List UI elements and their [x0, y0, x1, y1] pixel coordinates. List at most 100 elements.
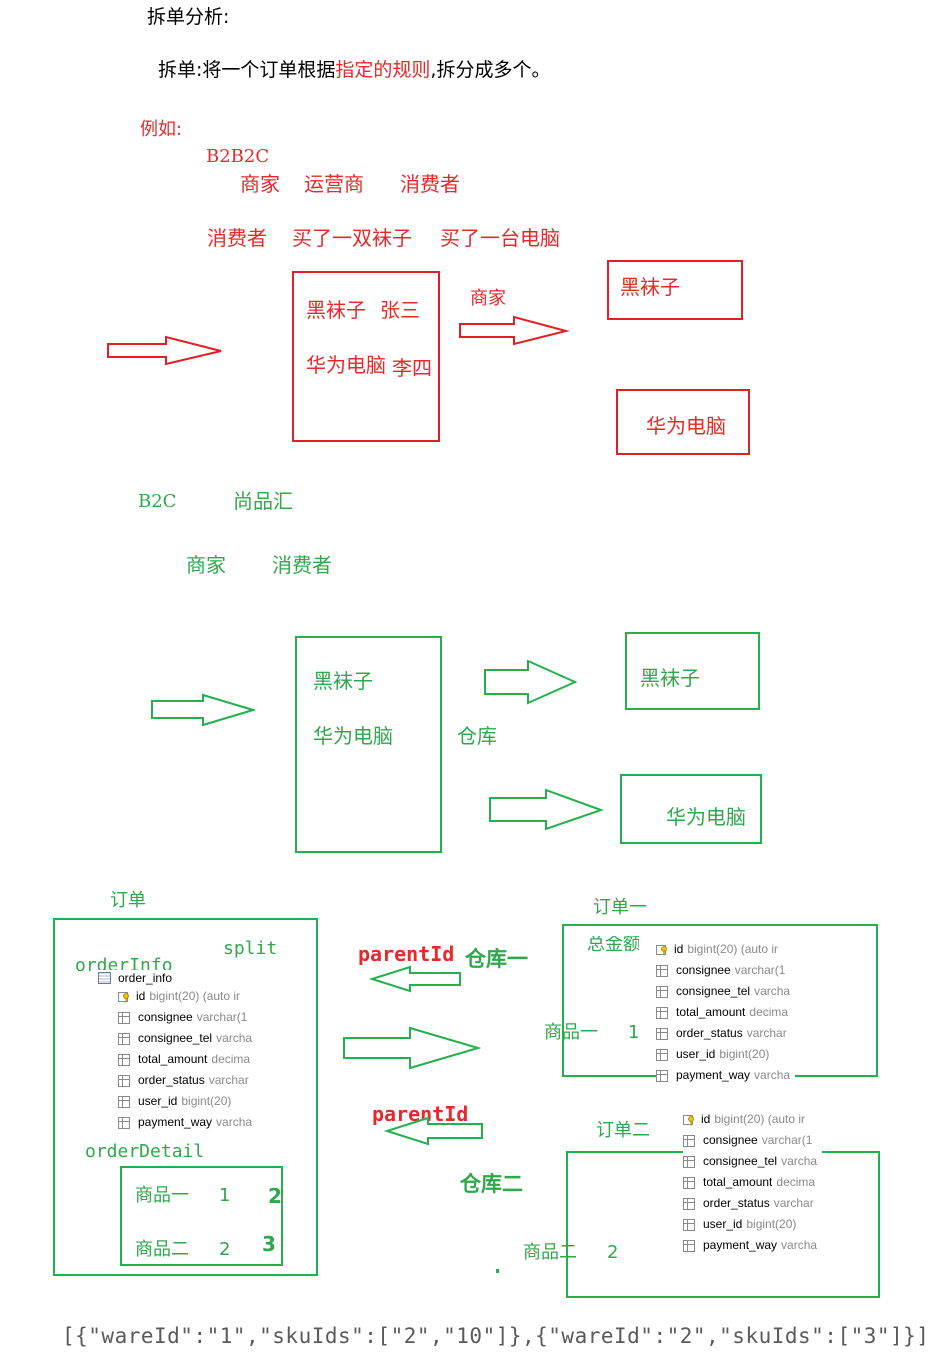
sub-order-2-qty: 2	[607, 1242, 619, 1263]
detail-item-1-qty: 1	[219, 1185, 231, 1206]
detail-item-2-sku: 3	[262, 1232, 276, 1256]
b2c-role-merchant: 商家	[186, 553, 226, 577]
order-info-table-header: order_info	[98, 970, 258, 986]
b2b2c-result-socks: 黑袜子	[620, 275, 680, 299]
primary-key-icon	[656, 944, 668, 956]
b2b2c-role-consumer: 消费者	[400, 172, 460, 196]
b2c-result-computer: 华为电脑	[666, 805, 746, 829]
b2b2c-buyer-lisi: 李四	[392, 356, 432, 380]
column-icon	[118, 1074, 130, 1087]
column-icon	[118, 1095, 130, 1108]
detail-item-1-name: 商品一	[135, 1185, 189, 1206]
b2b2c-result-box-socks	[607, 260, 743, 320]
column-icon	[683, 1176, 695, 1189]
sub-order-1-label: 订单一	[593, 897, 647, 918]
example-label: 例如:	[140, 119, 183, 140]
green-arrow-3	[489, 788, 604, 831]
green-arrow-4	[343, 1026, 482, 1070]
definition-prefix: 拆单:将一个订单根据	[158, 59, 336, 81]
column-icon	[656, 1069, 668, 1082]
column-icon	[656, 964, 668, 977]
column-icon	[656, 985, 668, 998]
order-box	[53, 918, 318, 1276]
dot	[496, 1269, 499, 1273]
column-icon	[118, 1011, 130, 1024]
b2b2c-label: B2B2C	[206, 146, 270, 167]
split-label: split	[223, 938, 278, 959]
table-icon	[98, 972, 111, 984]
detail-item-1-sku: 2	[268, 1184, 282, 1208]
sub-order-2-item: 商品二	[523, 1242, 577, 1263]
parent-id-label-1: parentId	[358, 942, 455, 966]
column-icon	[656, 1027, 668, 1040]
column-icon	[683, 1218, 695, 1231]
column-icon	[656, 1006, 668, 1019]
b2c-item-socks: 黑袜子	[313, 669, 373, 693]
b2c-label: B2C	[138, 491, 177, 512]
b2b2c-buyer-zhangsan: 张三	[380, 298, 420, 322]
detail-item-2-qty: 2	[219, 1239, 231, 1260]
scenario-computer: 买了一台电脑	[440, 226, 560, 250]
sub-order-2-label: 订单二	[596, 1120, 650, 1141]
green-arrow-1	[151, 693, 257, 727]
green-arrow-parent-1	[368, 965, 461, 993]
parent-id-label-2: parentId	[372, 1102, 469, 1126]
sub-order-1-qty: 1	[628, 1022, 640, 1043]
b2c-role-consumer: 消费者	[272, 553, 332, 577]
b2c-item-computer: 华为电脑	[313, 724, 393, 748]
order-detail-box	[120, 1166, 283, 1266]
order-detail-label: orderDetail	[85, 1141, 205, 1162]
column-icon	[118, 1032, 130, 1045]
sub-order-1-item: 商品一	[544, 1022, 598, 1043]
column-icon	[683, 1239, 695, 1252]
b2b2c-order-box	[292, 271, 440, 442]
b2c-result-box-socks	[625, 632, 760, 710]
page-title: 拆单分析:	[147, 6, 230, 28]
order-label: 订单	[110, 890, 146, 911]
json-sample: [{"wareId":"1","skuIds":["2","10"]},{"wa…	[62, 1324, 930, 1348]
b2b2c-role-merchant: 商家	[240, 172, 280, 196]
column-icon	[683, 1197, 695, 1210]
definition-highlight: 指定的规则	[335, 59, 431, 81]
column-icon	[118, 1053, 130, 1066]
b2b2c-item-computer: 华为电脑	[306, 353, 386, 377]
column-icon	[118, 1116, 130, 1129]
column-icon	[656, 1048, 668, 1061]
b2b2c-role-operator: 运营商	[304, 172, 364, 196]
b2b2c-item-socks: 黑袜子	[306, 298, 366, 322]
warehouse-2-label: 仓库二	[460, 1172, 523, 1196]
red-arrow-1	[107, 335, 222, 366]
column-icon	[683, 1134, 695, 1147]
primary-key-icon	[683, 1114, 695, 1126]
b2b2c-result-box-computer	[616, 389, 750, 455]
primary-key-icon	[118, 991, 130, 1003]
definition-suffix: ,拆分成多个。	[430, 59, 551, 81]
b2c-order-box	[295, 636, 442, 853]
b2c-result-socks: 黑袜子	[640, 666, 700, 690]
green-arrow-2	[484, 659, 578, 705]
b2b2c-result-computer: 华为电脑	[646, 414, 726, 438]
column-icon	[683, 1155, 695, 1168]
scenario-consumer: 消费者	[207, 226, 267, 250]
red-arrow-2	[459, 315, 570, 346]
b2c-result-box-computer	[620, 774, 762, 844]
